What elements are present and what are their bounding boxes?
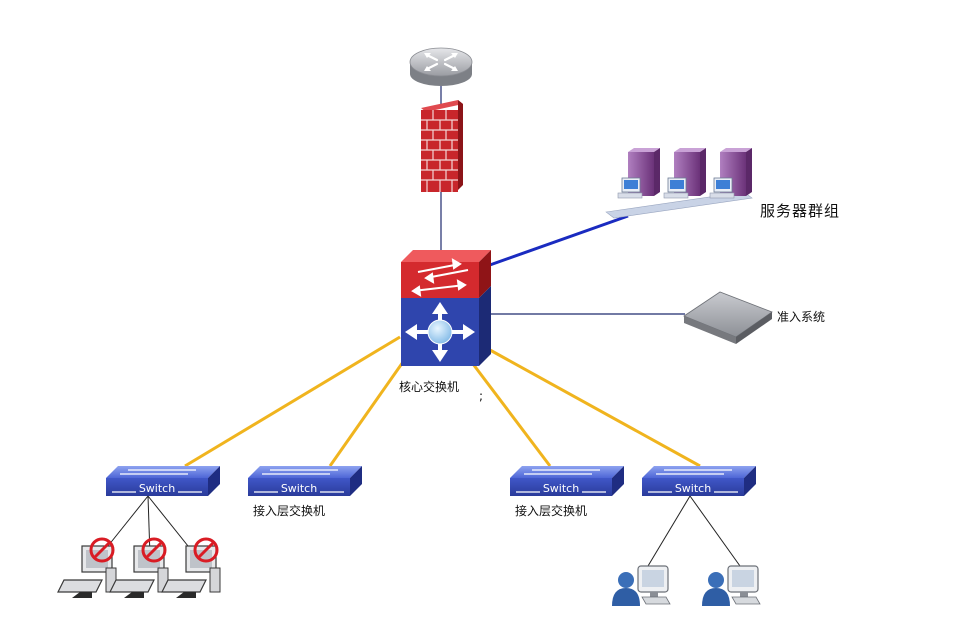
switch-text: Switch [675, 482, 711, 495]
access-switch-icon: Switch [106, 466, 220, 496]
server-icon [663, 148, 706, 199]
access-switch-label-left: 接入层交换机 [253, 504, 326, 518]
core-access3-link [468, 359, 552, 467]
server-icon [617, 148, 660, 199]
access-switch-label-right: 接入层交换机 [515, 504, 588, 518]
core-access2-link [328, 351, 412, 467]
workstation-blocked-icon [161, 537, 221, 598]
router-icon [409, 47, 473, 86]
switch-text: Switch [139, 482, 175, 495]
server-group-label: 服务器群组 [760, 202, 841, 220]
core-access1-link [184, 335, 401, 468]
blocked-icon [193, 537, 219, 563]
globe-icon [427, 319, 453, 345]
access-switch-icon: Switch [510, 466, 624, 496]
access4-user1-link [647, 495, 691, 567]
links [99, 84, 741, 567]
server-icon [709, 148, 752, 199]
firewall-icon [421, 100, 463, 192]
core-server-link [486, 214, 629, 268]
switch-text: Switch [281, 482, 317, 495]
core-access4-link [489, 348, 701, 468]
user-pc-icon [612, 565, 671, 606]
core-switch-icon [401, 250, 491, 366]
stray-mark: ; [479, 389, 484, 403]
switch-text: Switch [543, 482, 579, 495]
core-switch-label: 核心交换机 [399, 380, 460, 394]
access4-user2-link [689, 495, 741, 567]
nac-system-label: 准入系统 [777, 310, 826, 324]
server-rack-platform [605, 191, 753, 219]
access-switch-icon: Switch [248, 466, 362, 496]
workstation-blocked-icon [109, 537, 169, 598]
blocked-icon [89, 537, 115, 563]
nac-appliance-icon [683, 291, 773, 344]
blocked-icon [141, 537, 167, 563]
workstation-blocked-icon [57, 537, 117, 598]
server-group [605, 148, 753, 219]
access-switch-icon: Switch [642, 466, 756, 496]
user-pc-icon [702, 565, 761, 606]
